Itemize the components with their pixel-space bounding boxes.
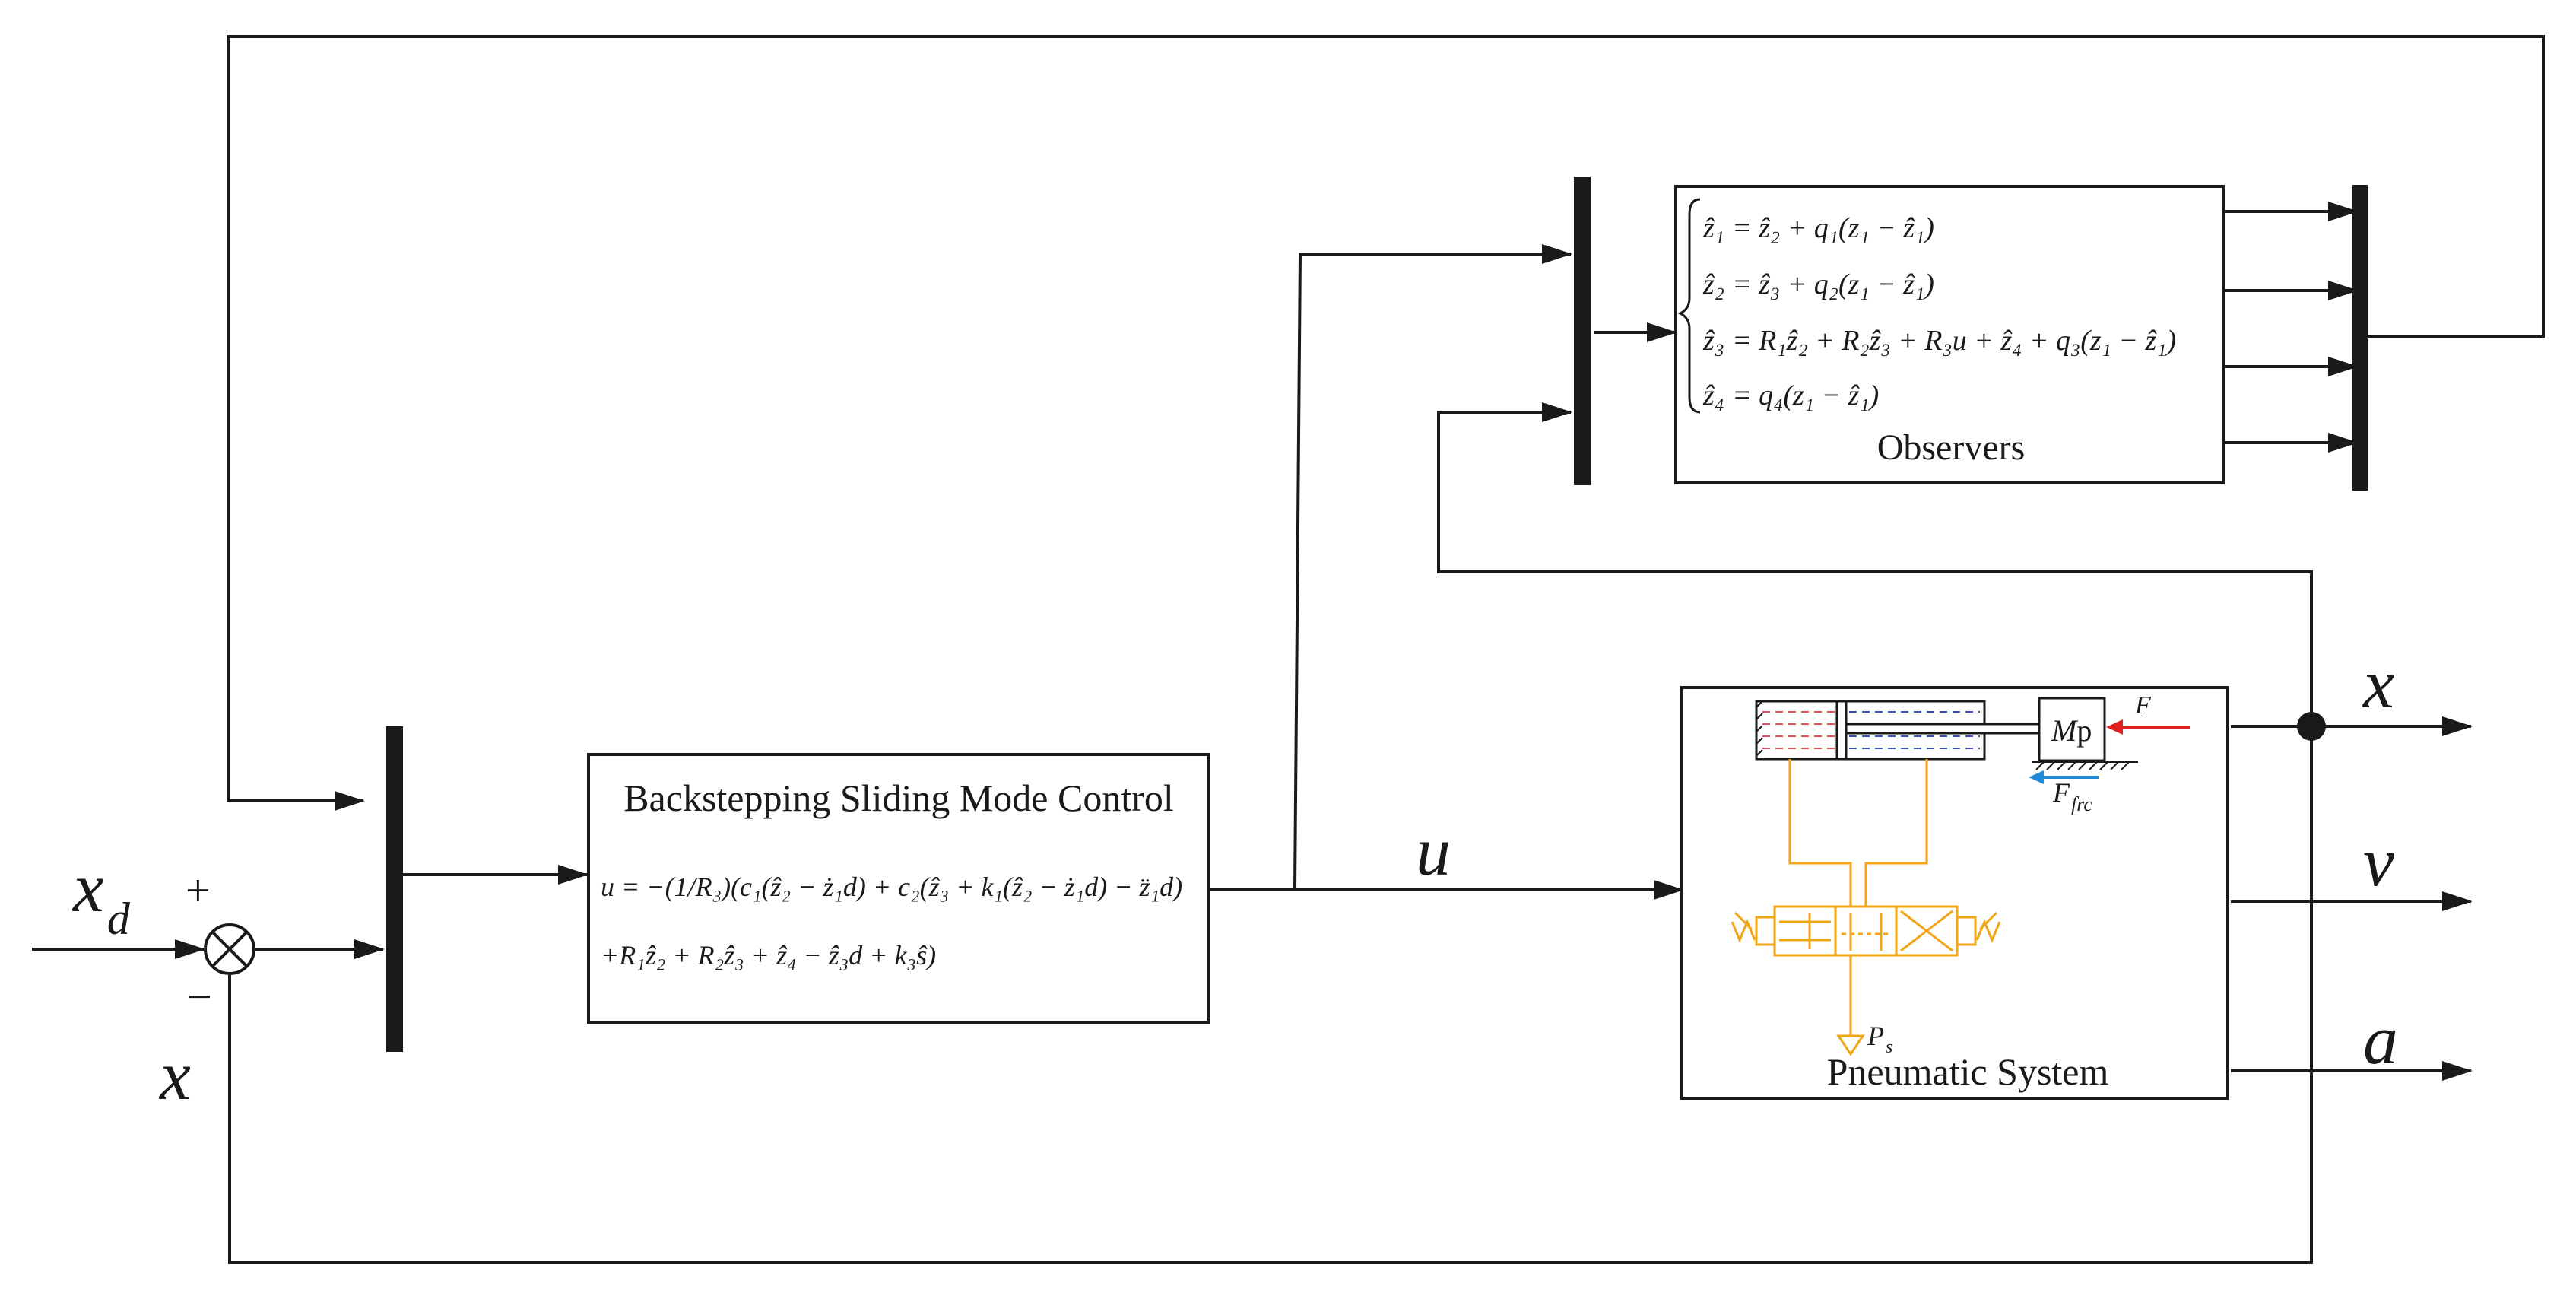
valve-piping bbox=[1788, 759, 1928, 1036]
mux-bar-right bbox=[2352, 185, 2368, 491]
output-x-label: x bbox=[2362, 645, 2394, 723]
control-law-line-2: +R₁ẑ₂ + R₂ẑ₃ + ẑ₄ − ẑ₃d + k₃ŝ) bbox=[601, 940, 936, 970]
u-to-observer-line bbox=[1293, 244, 1572, 891]
control-signal-label: u bbox=[1416, 812, 1451, 890]
directional-valve-icon bbox=[1731, 905, 2001, 957]
feedback-label: x bbox=[158, 1037, 191, 1114]
observer-eq-2: ẑ₂= ẑ₃ + q₂(z₁ − ẑ₁) bbox=[1702, 268, 1934, 300]
mass-block: Mp bbox=[2038, 697, 2106, 762]
force-label: F bbox=[2134, 691, 2152, 719]
control-law-line-1: u = −(1/R₃)(c₁(ẑ₂ − ż₁d) + c₂(ẑ₃ + k₁(ẑ₂… bbox=[601, 872, 1182, 902]
x-to-observer-line bbox=[1437, 402, 2313, 726]
summing-junction bbox=[204, 923, 255, 975]
pneumatic-system-block: Mp F Ffrc bbox=[1680, 686, 2229, 1100]
pneumatic-cylinder-icon bbox=[1755, 700, 2041, 761]
supply-symbol-icon bbox=[1836, 1034, 1865, 1056]
friction-arrow-icon bbox=[2029, 770, 2099, 784]
output-a-label: a bbox=[2363, 1001, 2398, 1078]
junction-dot bbox=[2297, 712, 2326, 741]
svg-text:Mp: Mp bbox=[2051, 713, 2092, 748]
observers-block: ẑ₁= ẑ₂ + q₁(z₁ − ẑ₁) ẑ₂= ẑ₃ + q₂(z₁ − ẑ₁… bbox=[1674, 185, 2225, 484]
plant-title: Pneumatic System bbox=[1827, 1050, 2109, 1093]
plus-sign: + bbox=[186, 866, 211, 915]
observer-eq-4: ẑ₄= q₄(z₁ − ẑ₁) bbox=[1702, 380, 1879, 411]
signal-lines bbox=[32, 35, 2545, 1264]
setpoint-label: xd bbox=[71, 849, 131, 944]
supply-label: Ps bbox=[1867, 1021, 1892, 1057]
mux-bar-top bbox=[1574, 177, 1591, 485]
mux-bar-left bbox=[386, 726, 403, 1052]
observers-title: Observers bbox=[1877, 427, 2026, 468]
minus-sign: − bbox=[187, 972, 212, 1021]
output-v-label: v bbox=[2363, 823, 2394, 901]
friction-label: Ffrc bbox=[2052, 777, 2092, 815]
controller-title: Backstepping Sliding Mode Control bbox=[623, 777, 1174, 819]
controller-block: Backstepping Sliding Mode Control u = −(… bbox=[587, 753, 1210, 1024]
position-feedback-line bbox=[228, 726, 2313, 1264]
observer-feedback-line bbox=[227, 35, 2545, 811]
observer-eq-1: ẑ₁= ẑ₂ + q₁(z₁ − ẑ₁) bbox=[1702, 212, 1934, 244]
observer-eq-3: ẑ₃= R₁ẑ₂ + R₂ẑ₃ + R₃u + ẑ₄ + q₃(z₁ − ẑ₁) bbox=[1702, 325, 2176, 357]
ground-hatch bbox=[2032, 761, 2138, 770]
observer-brace bbox=[1677, 198, 1701, 414]
force-arrow-icon bbox=[2106, 719, 2190, 735]
